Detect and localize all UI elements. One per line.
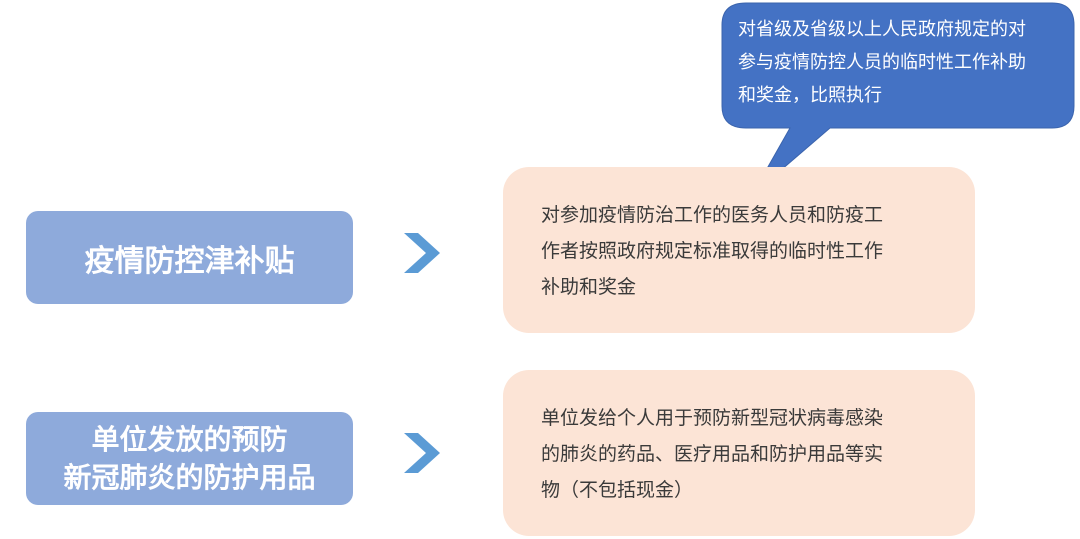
description-line: 的肺炎的药品、医疗用品和防护用品等实 [541,443,884,465]
chevron-right-icon [404,433,440,473]
row-label-protective-supplies: 单位发放的预防 新冠肺炎的防护用品 [26,412,353,505]
chevron-right-icon [404,233,440,273]
callout-line: 和奖金，比照执行 [738,85,882,106]
callout-text: 对省级及省级以上人民政府规定的对 参与疫情防控人员的临时性工作补助 和奖金，比照… [738,13,1063,112]
description-line: 单位发给个人用于预防新型冠状病毒感染 [541,407,884,429]
row-label-pandemic-subsidy: 疫情防控津补贴 [26,211,353,304]
row-label-text: 疫情防控津补贴 [84,243,295,279]
callout-line: 参与疫情防控人员的临时性工作补助 [738,52,1026,73]
description-line: 对参加疫情防治工作的医务人员和防疫工 [541,204,884,226]
row-label-text: 新冠肺炎的防护用品 [63,460,316,494]
row-description-pandemic-subsidy: 对参加疫情防治工作的医务人员和防疫工 作者按照政府规定标准取得的临时性工作 补助… [503,167,975,333]
description-line: 物（不包括现金） [541,479,694,501]
description-line: 补助和奖金 [541,276,637,298]
description-line: 作者按照政府规定标准取得的临时性工作 [541,240,884,262]
callout-line: 对省级及省级以上人民政府规定的对 [738,19,1026,40]
row-description-protective-supplies: 单位发给个人用于预防新型冠状病毒感染 的肺炎的药品、医疗用品和防护用品等实 物（… [503,370,975,536]
row-label-text: 单位发放的预防 [91,422,288,456]
